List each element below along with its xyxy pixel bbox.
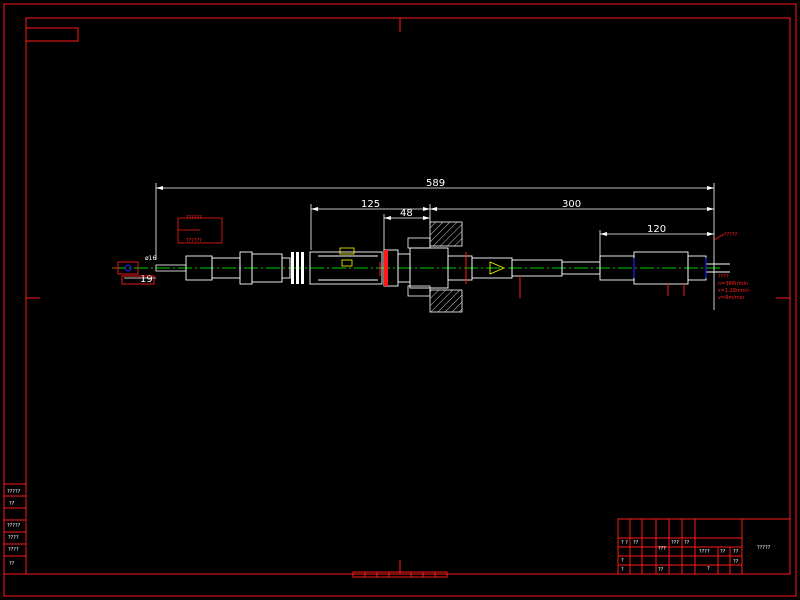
outer-frame [3,3,797,597]
dimension-125: 125 [361,199,380,210]
dimension-19: 19 [140,274,153,285]
diameter-label: ø16 [145,255,156,262]
left-legend: ????? ?? ????? ???? ???? ?? [3,483,27,575]
title-block-grid-text: ? ? ?? ??? ??? ?? ? ? ?? [621,540,690,573]
red-label-boxes [177,217,223,244]
spec-speed: n=368r/min [718,281,748,287]
tool-holder [185,251,291,285]
right-red-markers [667,284,685,296]
fixture-block [407,221,463,313]
title-cell-4: ? [707,566,710,572]
dimension-120: 120 [647,224,666,235]
coupling-rings [291,252,304,284]
tool-tip [113,261,155,285]
legend-item-3: ????? [7,523,21,529]
svg-text:???: ??? [671,540,679,546]
tool-tip-blue-circle [124,264,132,272]
spec-title: ???? [718,274,729,280]
callout-leader [713,233,725,241]
boxed-label-top: ?????? [186,215,202,221]
drawing-code-box [25,27,79,42]
drawing-frame [3,3,797,597]
title-block [617,518,791,575]
red-section-markers [379,252,521,298]
legend-item-1: ????? [7,489,21,495]
svg-text:?: ? [621,558,624,564]
right-callout-label: ????? [724,232,738,238]
svg-text:???: ??? [658,546,666,552]
title-cell-1: ???? [699,549,710,555]
dimension-total: 589 [426,178,445,189]
title-cell-2: ?? [720,549,726,555]
legend-item-5: ???? [8,547,19,553]
title-cell-5: ?? [733,559,739,565]
legend-item-4: ???? [8,535,19,541]
title-cell-3: ?? [733,549,739,555]
title-block-name: ????? [757,545,771,551]
dimension-arrows [156,186,714,236]
legend-item-2: ?? [9,501,15,507]
dimension-lines [124,183,715,310]
svg-text:??: ?? [658,567,664,573]
spec-feed: s=1.28mm/r [718,288,750,294]
red-flange-marker [384,250,388,286]
dimension-300: 300 [562,199,581,210]
yellow-detail [339,247,506,275]
inner-frame [25,17,791,575]
svg-text:?: ? [621,567,624,573]
svg-text:? ?: ? ? [621,540,628,546]
dimension-48: 48 [400,208,413,219]
boxed-label-bottom: ?????? [186,238,202,244]
svg-text:??: ?? [633,540,639,546]
spec-velocity: v=8m/min [718,295,744,301]
svg-text:??: ?? [684,540,690,546]
bottom-scale-ruler [352,571,448,578]
legend-item-6: ?? [9,561,15,567]
